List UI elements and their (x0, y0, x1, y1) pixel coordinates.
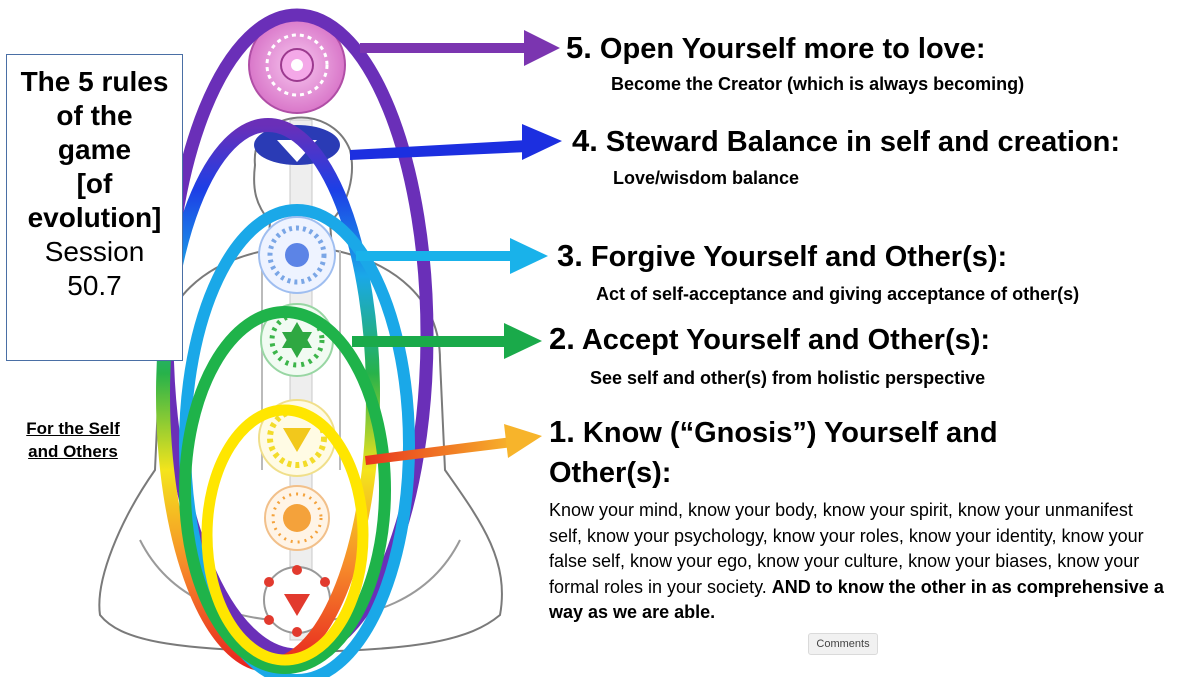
for-self-and-others-note: For the Self and Others (8, 417, 138, 463)
rule-1-title: Know (“Gnosis”) Yourself and Other(s): (549, 417, 998, 489)
rule-2-heading: 2. Accept Yourself and Other(s): (549, 321, 990, 358)
throat-chakra (258, 216, 336, 294)
session-number: 50.7 (67, 270, 122, 301)
sacral-chakra (264, 485, 330, 551)
side-note-line-2: and Others (28, 442, 118, 461)
evolution-rings (156, 8, 434, 677)
rule-4-number: 4. (572, 123, 598, 158)
title-line-2: of the (56, 100, 133, 131)
rule-1-body: Know your mind, know your body, know you… (549, 498, 1169, 626)
title-line-3: game (57, 134, 132, 165)
arrow-rule-3 (356, 238, 548, 274)
comments-button[interactable]: Comments (808, 633, 878, 655)
rule-3-subtitle: Act of self-acceptance and giving accept… (596, 284, 1080, 304)
rule-2-number: 2. (549, 321, 575, 356)
rule-4-title: Steward Balance in self and creation: (605, 126, 1121, 158)
title-line-4: [of (76, 168, 113, 199)
side-note-line-1: For the Self (26, 419, 120, 438)
rule-2-subtitle: See self and other(s) from holistic pers… (590, 368, 986, 388)
rule-5-heading: 5. Open Yourself more to love: (566, 30, 986, 67)
title-line-5: evolution] (27, 202, 162, 233)
rule-3-title: Forgive Yourself and Other(s): (590, 241, 1008, 273)
arrow-rule-4 (350, 124, 562, 160)
arrow-rule-5 (360, 30, 560, 66)
title-box: The 5 rules of the game [of evolution] S… (6, 54, 183, 361)
rule-1-body-bold: AND to know the other in as comprehensiv… (549, 576, 1164, 623)
ring-2-heart (179, 306, 391, 674)
rule-4-subtitle: Love/wisdom balance (613, 168, 800, 188)
rule-5-subtitle: Become the Creator (which is always beco… (611, 74, 1025, 94)
rule-5-title: Open Yourself more to love: (599, 33, 986, 65)
arrow-rule-1 (365, 424, 542, 465)
rule-3-number: 3. (557, 238, 583, 273)
rule-5-number: 5. (566, 30, 592, 65)
ring-1-yellow (201, 404, 369, 666)
chakra-spine (289, 119, 313, 641)
arrow-rule-2 (352, 323, 542, 359)
rule-1-heading: 1. Know (“Gnosis”) Yourself and Other(s)… (549, 412, 1109, 493)
rule-1-body-regular: Know your mind, know your body, know you… (549, 500, 1144, 597)
rule-3-heading: 3. Forgive Yourself and Other(s): (557, 238, 1007, 275)
rule-2-title: Accept Yourself and Other(s): (581, 324, 991, 356)
title-line-1: The 5 rules (20, 66, 169, 97)
crown-chakra (248, 16, 346, 114)
rule-4-heading: 4. Steward Balance in self and creation: (572, 123, 1120, 160)
rule-1-number: 1. (549, 414, 575, 449)
session-label: Session (44, 236, 145, 267)
